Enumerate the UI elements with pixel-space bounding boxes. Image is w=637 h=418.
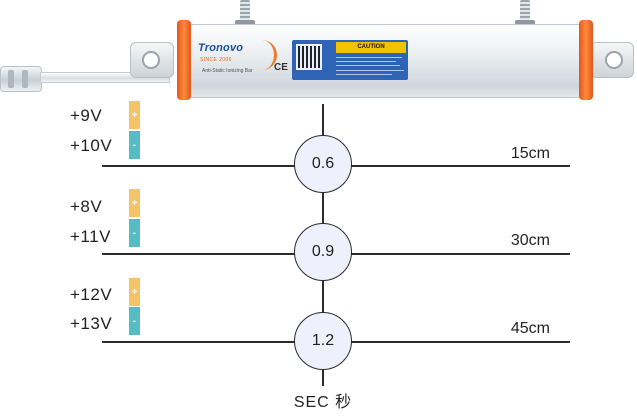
distance-label: 45cm [510, 320, 550, 337]
mounting-screw [240, 0, 250, 24]
bracket-hole [142, 51, 160, 69]
voltage-positive: +8V [70, 197, 103, 216]
screw-nut [235, 20, 255, 26]
endcap-right [579, 20, 593, 100]
discharge-time-node: 0.6 [294, 135, 352, 193]
positive-indicator: + [129, 101, 140, 129]
voltage-negative: +13V [70, 314, 113, 333]
caution-header: CAUTION [336, 42, 406, 53]
caution-text-line [336, 74, 392, 75]
distance-label: 15cm [510, 145, 550, 162]
brand-since: SINCE 2006 [200, 57, 232, 63]
endcap-left [177, 20, 191, 100]
voltage-positive: +12V [70, 285, 113, 304]
caution-text-line [336, 70, 404, 71]
brand-swoosh-icon [252, 40, 277, 70]
connector-ring [22, 70, 28, 88]
distance-label: 30cm [510, 232, 550, 249]
connector-ring [8, 70, 14, 88]
positive-indicator: + [129, 189, 140, 217]
bracket-hole [605, 51, 623, 69]
bar-subtitle: Anti-Static Ionizing Bar [202, 68, 253, 74]
qr-code-icon [296, 44, 322, 70]
air-connector [0, 66, 42, 92]
voltage-negative: +11V [70, 227, 111, 246]
mounting-screw [520, 0, 530, 24]
voltage-positive: +9V [70, 106, 103, 125]
voltage-negative: +10V [70, 136, 113, 155]
screw-nut [515, 20, 535, 26]
time-axis-label: SEC 秒 [293, 394, 353, 411]
caution-text-line [336, 65, 400, 66]
negative-indicator: - [129, 131, 140, 159]
ce-mark-icon: CE [274, 62, 288, 73]
discharge-time-node: 1.2 [294, 312, 352, 370]
negative-indicator: - [129, 307, 140, 335]
caution-text-line [336, 61, 396, 62]
negative-indicator: - [129, 219, 140, 247]
positive-indicator: + [129, 278, 140, 306]
brand-logo: Tronovo [198, 42, 244, 54]
caution-text-line [336, 57, 402, 58]
discharge-time-node: 0.9 [294, 223, 352, 281]
